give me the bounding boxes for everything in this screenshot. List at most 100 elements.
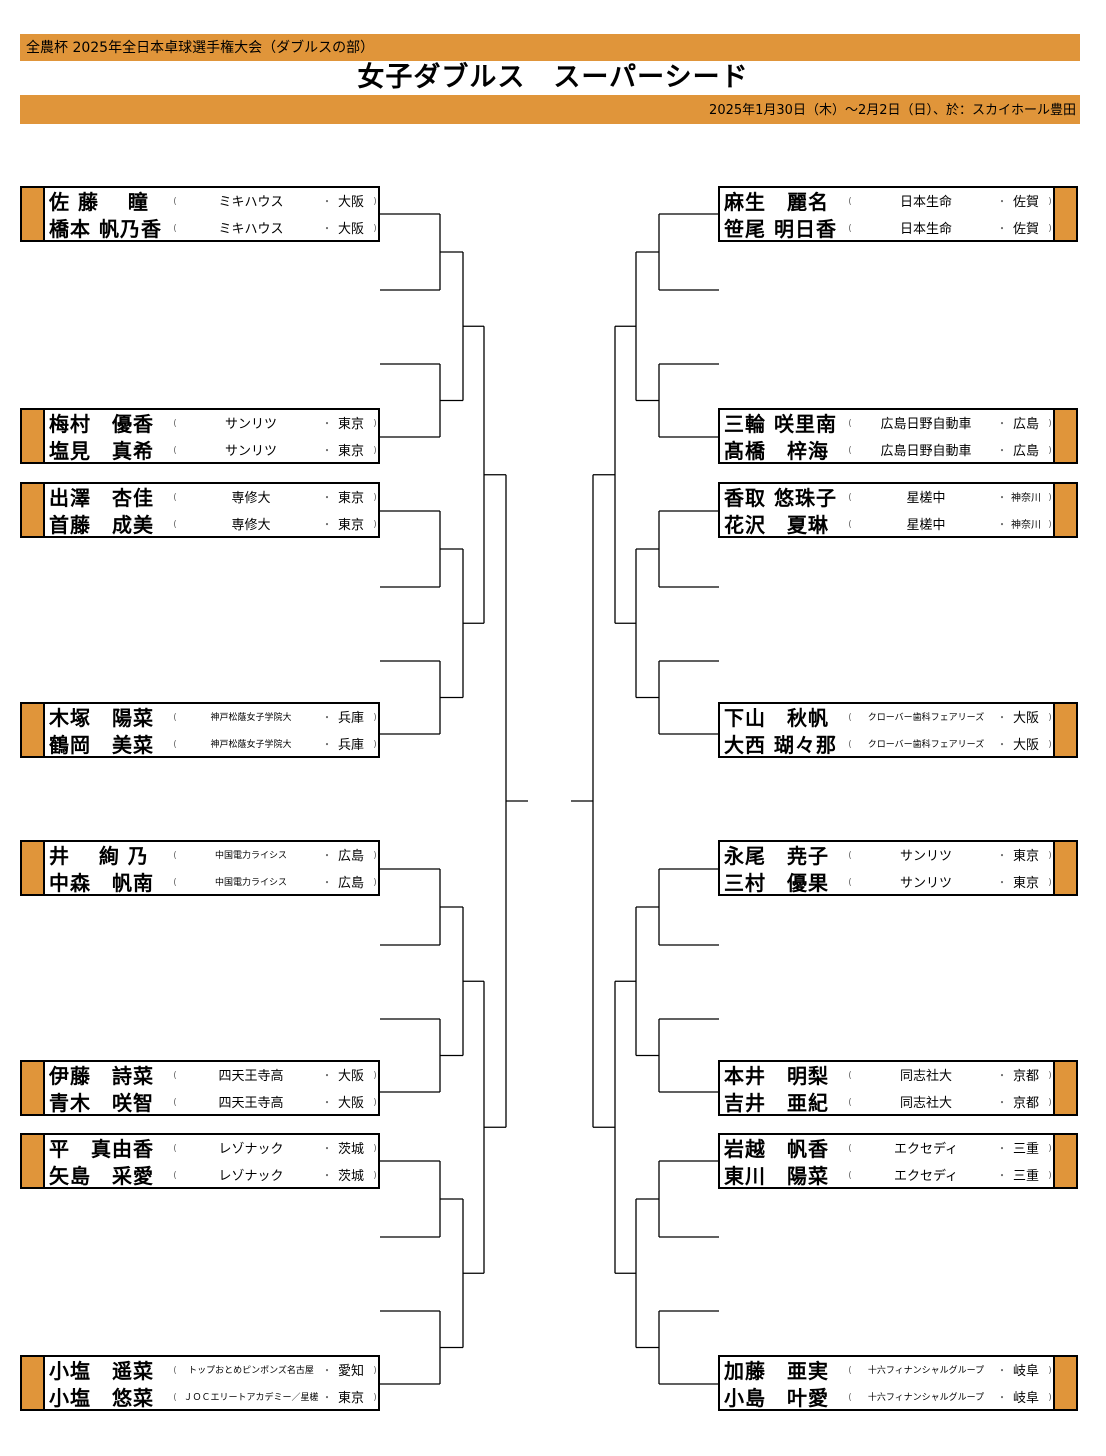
player-name: 三輪 咲里南	[724, 412, 837, 436]
prefecture: 兵庫	[337, 738, 364, 753]
team-entry: 下山 秋帆(クローバー歯科フェアリーズ・大阪)大西 瑚々那(クローバー歯科フェア…	[718, 702, 1078, 758]
player-name: 東川 陽菜	[724, 1164, 829, 1188]
club-name: 星槎中	[906, 518, 946, 533]
event-name: 全農杯 2025年全日本卓球選手権大会（ダブルスの部）	[26, 40, 375, 56]
prefecture: 大阪	[337, 1069, 364, 1084]
prefecture: 東京	[337, 1391, 364, 1406]
player-name: 橋本 帆乃香	[49, 217, 162, 241]
open-paren: (	[848, 419, 852, 429]
close-paren: )	[1048, 713, 1052, 723]
close-paren: )	[373, 1171, 377, 1181]
team-entry: 出澤 杏佳(専修大・東京)首藤 成美(専修大・東京)	[20, 482, 380, 538]
prefecture: 東京	[337, 491, 364, 506]
player-name: 麻生 麗名	[724, 190, 829, 214]
player-name: 青木 咲智	[49, 1091, 154, 1115]
close-paren: )	[373, 740, 377, 750]
separator-dot: ・	[997, 1171, 1007, 1182]
separator-dot: ・	[997, 520, 1007, 531]
separator-dot: ・	[322, 197, 332, 208]
open-paren: (	[848, 1144, 852, 1154]
close-paren: )	[1048, 493, 1052, 503]
club-name: 中国電力ライシス	[214, 878, 287, 888]
close-paren: )	[373, 1393, 377, 1403]
player-row: 東川 陽菜(エクセディ・三重)	[724, 1163, 1056, 1190]
club-name: サンリツ	[899, 876, 952, 891]
separator-dot: ・	[322, 1366, 332, 1377]
close-paren: )	[1048, 851, 1052, 861]
team-entry: 岩越 帆香(エクセディ・三重)東川 陽菜(エクセディ・三重)	[718, 1133, 1078, 1189]
team-entry: 麻生 麗名(日本生命・佐賀)笹尾 明日香(日本生命・佐賀)	[718, 186, 1078, 242]
separator-dot: ・	[322, 1098, 332, 1109]
team-entry: 本井 明梨(同志社大・京都)吉井 亜紀(同志社大・京都)	[718, 1060, 1078, 1116]
club-name: クローバー歯科フェアリーズ	[867, 740, 985, 750]
page-title: 女子ダブルス スーパーシード	[357, 62, 749, 93]
club-name: 広島日野自動車	[880, 444, 972, 459]
seed-stripe	[1053, 188, 1076, 240]
close-paren: )	[373, 1144, 377, 1154]
separator-dot: ・	[997, 493, 1007, 504]
open-paren: (	[848, 851, 852, 861]
open-paren: (	[173, 1171, 177, 1181]
club-name: 四天王寺高	[218, 1096, 284, 1111]
prefecture: 大阪	[337, 222, 364, 237]
separator-dot: ・	[322, 1071, 332, 1082]
club-name: サンリツ	[224, 417, 277, 432]
club-name: クローバー歯科フェアリーズ	[867, 713, 985, 723]
player-row: 塩見 真希(サンリツ・東京)	[49, 438, 381, 465]
player-row: 吉井 亜紀(同志社大・京都)	[724, 1090, 1056, 1117]
player-name: 岩越 帆香	[724, 1137, 829, 1161]
player-row: 三輪 咲里南(広島日野自動車・広島)	[724, 411, 1056, 438]
open-paren: (	[848, 224, 852, 234]
prefecture: 神奈川	[1011, 520, 1041, 531]
seed-stripe	[22, 484, 45, 536]
separator-dot: ・	[997, 1071, 1007, 1082]
player-row: 平 真由香(レゾナック・茨城)	[49, 1136, 381, 1163]
close-paren: )	[373, 851, 377, 861]
close-paren: )	[1048, 740, 1052, 750]
open-paren: (	[173, 224, 177, 234]
player-row: 小塩 悠菜(ＪＯＣエリートアカデミー／星槎・東京)	[49, 1385, 381, 1412]
header-band-bottom	[20, 95, 1080, 124]
prefecture: 東京	[1012, 876, 1039, 891]
separator-dot: ・	[997, 1098, 1007, 1109]
team-entry: 永尾 尭子(サンリツ・東京)三村 優果(サンリツ・東京)	[718, 840, 1078, 896]
prefecture: 愛知	[337, 1364, 364, 1379]
club-name: 日本生命	[899, 222, 952, 237]
close-paren: )	[1048, 224, 1052, 234]
prefecture: 岐阜	[1012, 1364, 1039, 1379]
header-band-top	[20, 34, 1080, 61]
club-name: 十六フィナンシャルグループ	[867, 1393, 985, 1403]
separator-dot: ・	[322, 446, 332, 457]
separator-dot: ・	[322, 419, 332, 430]
player-name: 鶴岡 美菜	[49, 733, 154, 757]
club-name: ミキハウス	[218, 222, 284, 237]
event-dates: 2025年1月30日（木）～2月2日（日）、於：スカイホール豊田	[709, 103, 1076, 118]
player-row: 中森 帆南(中国電力ライシス・広島)	[49, 870, 381, 897]
close-paren: )	[373, 1098, 377, 1108]
team-entry: 木塚 陽菜(神戸松蔭女子学院大・兵庫)鶴岡 美菜(神戸松蔭女子学院大・兵庫)	[20, 702, 380, 758]
seed-stripe	[1053, 1062, 1076, 1114]
player-row: 笹尾 明日香(日本生命・佐賀)	[724, 216, 1056, 243]
seed-stripe	[22, 1135, 45, 1187]
team-entry: 加藤 亜実(十六フィナンシャルグループ・岐阜)小島 叶愛(十六フィナンシャルグル…	[718, 1355, 1078, 1411]
separator-dot: ・	[997, 446, 1007, 457]
separator-dot: ・	[322, 493, 332, 504]
seed-stripe	[22, 1062, 45, 1114]
club-name: ミキハウス	[218, 195, 284, 210]
club-name: レゾナック	[218, 1142, 284, 1157]
club-name: トップおとめピンポンズ名古屋	[188, 1366, 314, 1376]
club-name: 神戸松蔭女子学院大	[210, 740, 292, 750]
open-paren: (	[848, 1393, 852, 1403]
separator-dot: ・	[997, 851, 1007, 862]
prefecture: 茨城	[337, 1142, 364, 1157]
separator-dot: ・	[997, 1144, 1007, 1155]
close-paren: )	[1048, 1366, 1052, 1376]
separator-dot: ・	[322, 851, 332, 862]
prefecture: 大阪	[337, 195, 364, 210]
team-entry: 梅村 優香(サンリツ・東京)塩見 真希(サンリツ・東京)	[20, 408, 380, 464]
close-paren: )	[1048, 1098, 1052, 1108]
player-name: 小塩 遥菜	[49, 1359, 154, 1383]
separator-dot: ・	[322, 878, 332, 889]
close-paren: )	[373, 446, 377, 456]
